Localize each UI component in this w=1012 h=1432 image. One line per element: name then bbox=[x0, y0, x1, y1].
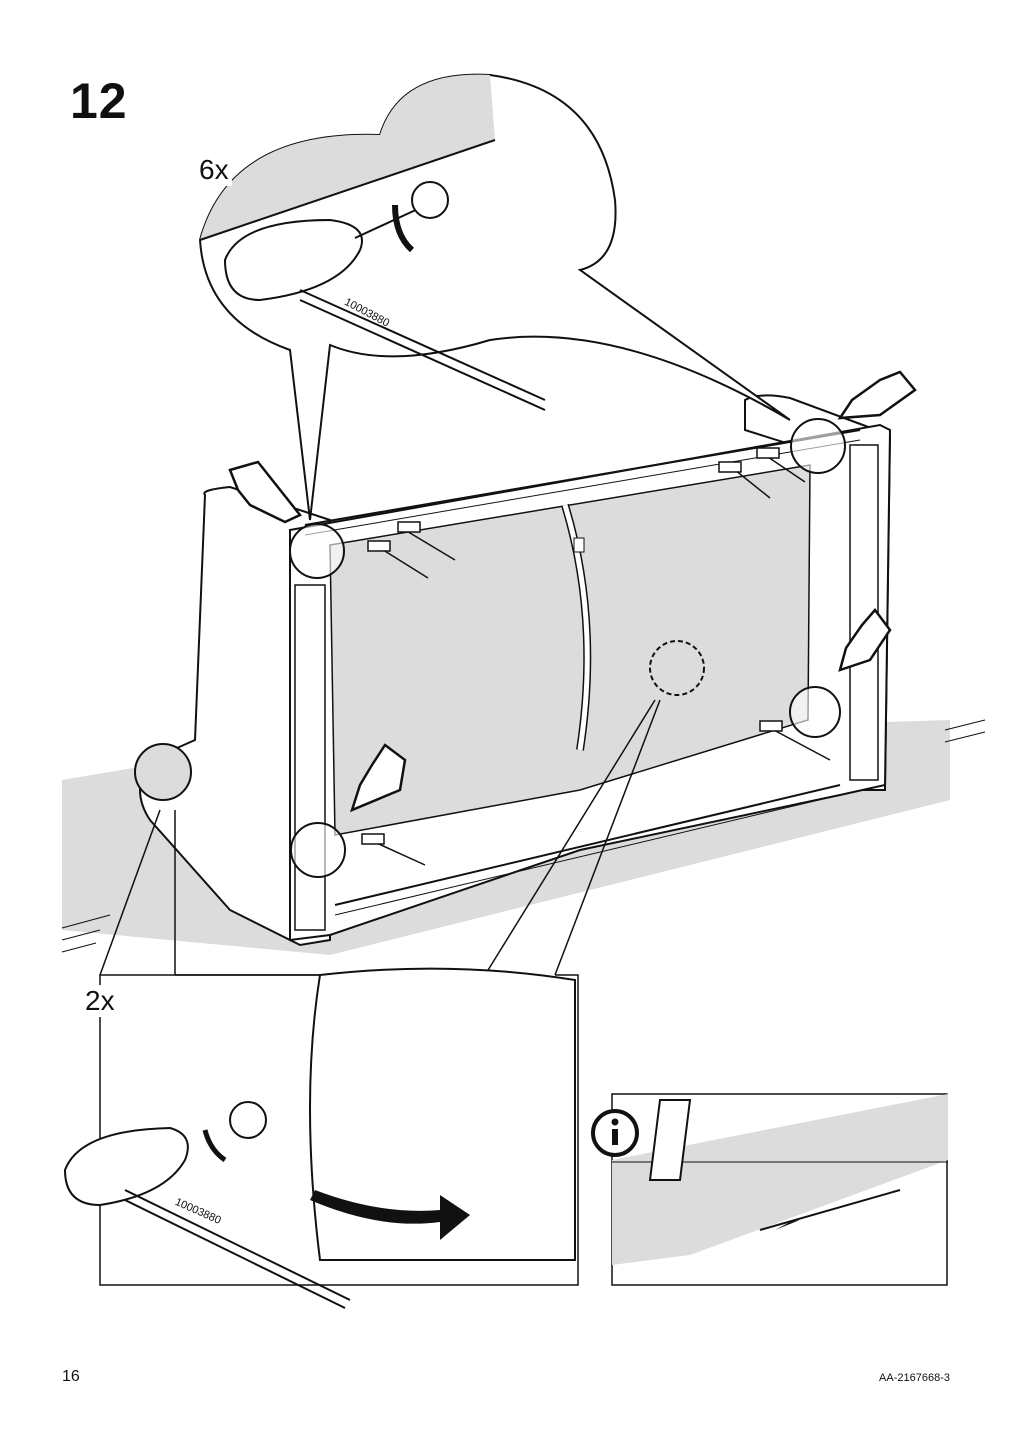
pointing-hand-icon bbox=[228, 370, 917, 813]
document-code: AA-2167668-3 bbox=[879, 1372, 950, 1384]
detail-box-bottom bbox=[99, 974, 579, 1286]
detail-top-fabric bbox=[200, 74, 495, 241]
info-panel-fabric bbox=[612, 1094, 948, 1265]
step-number: 12 bbox=[70, 73, 128, 129]
frame-allen-keys bbox=[361, 447, 831, 866]
detail-bubble-top bbox=[198, 73, 791, 521]
allen-key-icon bbox=[223, 181, 546, 411]
left-post bbox=[294, 584, 326, 931]
quantity-label-top: 6x bbox=[196, 154, 232, 186]
callout-circles bbox=[134, 418, 846, 878]
info-icon bbox=[591, 1109, 639, 1157]
bottom-rail bbox=[334, 784, 841, 906]
push-arrow-icon bbox=[310, 1190, 470, 1240]
page-number: 16 bbox=[62, 1368, 80, 1385]
top-rail bbox=[304, 429, 861, 526]
floor-hatch bbox=[61, 719, 986, 953]
hand-grip bbox=[309, 967, 576, 1261]
quantity-label-bottom: 2x bbox=[82, 985, 118, 1017]
allen-key-icon-bottom bbox=[63, 1101, 351, 1309]
rotate-arrow-icon bbox=[392, 204, 415, 253]
